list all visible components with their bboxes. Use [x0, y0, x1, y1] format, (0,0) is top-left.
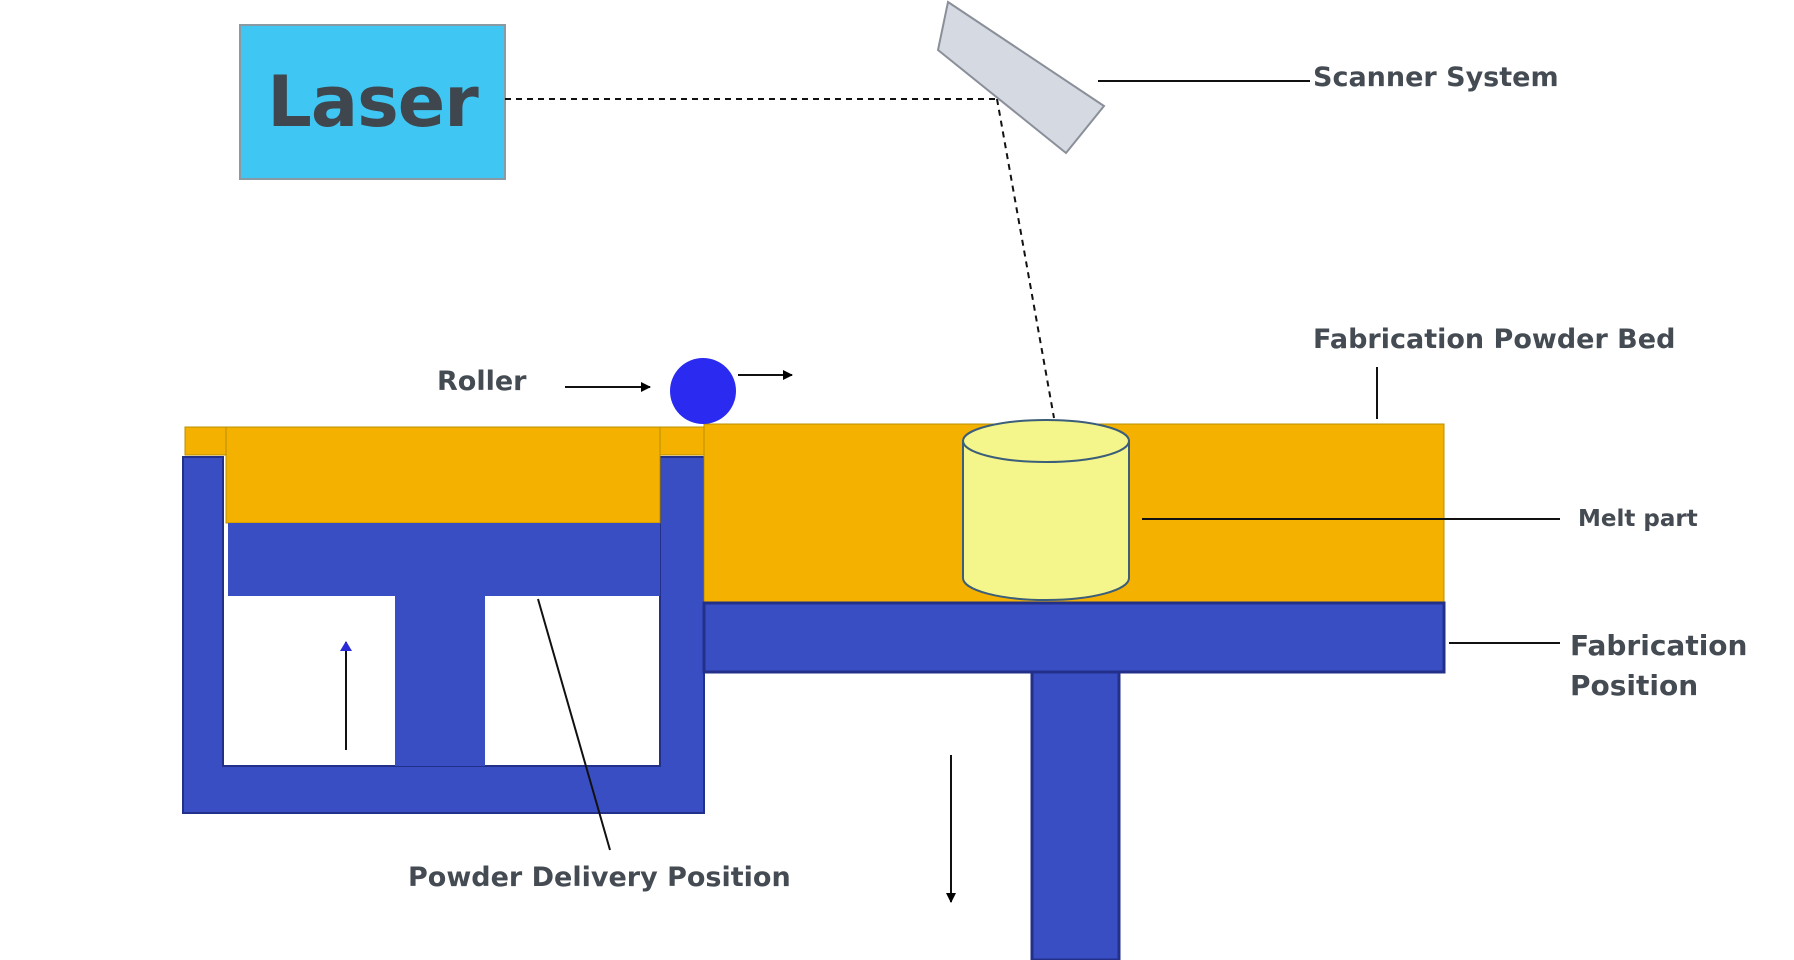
- melt-part-top: [962, 419, 1130, 463]
- roller-label: Roller: [437, 366, 527, 397]
- roller: [670, 358, 736, 424]
- laser-box: [239, 24, 506, 180]
- delivery-piston-plate: [228, 523, 660, 596]
- melt-part-cylinder: [962, 440, 1130, 601]
- delivery-piston-shaft: [395, 596, 485, 766]
- powder-delivery-leader-line: [537, 598, 611, 851]
- powder-delivery-position-label: Powder Delivery Position: [408, 862, 791, 893]
- laser-label: Laser: [267, 61, 479, 143]
- scanner-system-label: Scanner System: [1313, 62, 1559, 93]
- fabrication-platform: [702, 601, 1446, 674]
- fabrication-piston-shaft: [1030, 670, 1121, 960]
- fabrication-powder-bed-label: Fabrication Powder Bed: [1313, 324, 1676, 355]
- delivery-powder: [225, 426, 661, 524]
- melt-part-label: Melt part: [1578, 506, 1698, 532]
- fabrication-position-label-line2: Position: [1570, 669, 1699, 702]
- scanner-mirror: [936, 0, 1106, 155]
- laser-beam-down: [996, 98, 1055, 419]
- fabrication-position-label-line1: Fabrication: [1570, 629, 1748, 662]
